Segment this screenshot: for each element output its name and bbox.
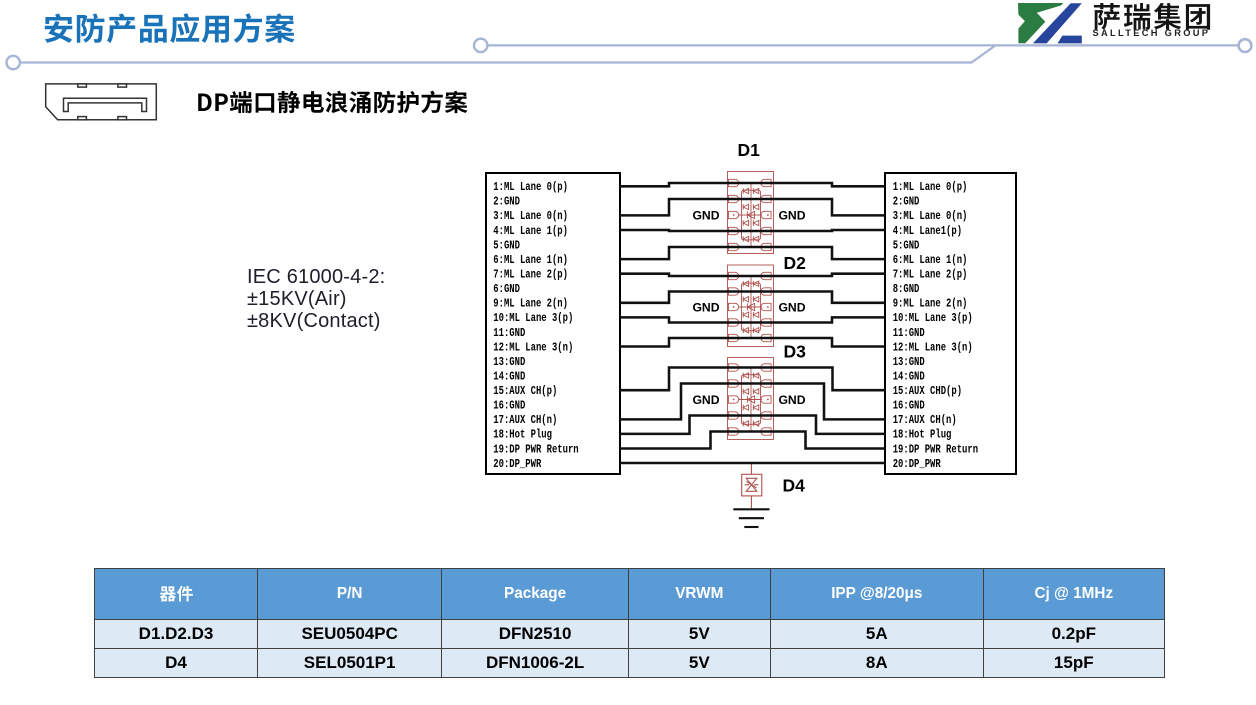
svg-text:4:ML Lane1(p): 4:ML Lane1(p) xyxy=(893,225,962,239)
svg-text:2:GND: 2:GND xyxy=(493,196,520,210)
svg-text:18:Hot Plug: 18:Hot Plug xyxy=(493,429,552,443)
svg-text:3:ML Lane 0(n): 3:ML Lane 0(n) xyxy=(493,210,568,224)
svg-text:5:GND: 5:GND xyxy=(893,239,920,253)
svg-text:9:ML Lane 2(n): 9:ML Lane 2(n) xyxy=(893,298,968,312)
svg-text:3:ML Lane 0(n): 3:ML Lane 0(n) xyxy=(893,210,968,224)
svg-text:D3: D3 xyxy=(784,342,807,362)
svg-text:2:GND: 2:GND xyxy=(893,196,920,210)
svg-text:19:DP PWR Return: 19:DP PWR Return xyxy=(893,443,978,457)
svg-text:20:DP_PWR: 20:DP_PWR xyxy=(493,458,542,472)
svg-text:6:GND: 6:GND xyxy=(493,283,520,297)
svg-text:SALLTECH GROUP: SALLTECH GROUP xyxy=(1093,28,1211,38)
svg-text:GND: GND xyxy=(778,393,805,407)
svg-text:7:ML Lane 2(p): 7:ML Lane 2(p) xyxy=(893,268,968,282)
svg-text:4:ML Lane 1(p): 4:ML Lane 1(p) xyxy=(493,225,568,239)
svg-text:8:GND: 8:GND xyxy=(893,283,920,297)
svg-text:17:AUX CH(n): 17:AUX CH(n) xyxy=(493,414,557,428)
svg-text:10:ML Lane 3(p): 10:ML Lane 3(p) xyxy=(893,312,973,326)
svg-text:19:DP PWR Return: 19:DP PWR Return xyxy=(493,443,578,457)
svg-text:10:ML Lane 3(p): 10:ML Lane 3(p) xyxy=(493,312,573,326)
svg-text:D1: D1 xyxy=(738,140,761,160)
svg-text:15:AUX CHD(p): 15:AUX CHD(p) xyxy=(893,385,962,399)
svg-text:13:GND: 13:GND xyxy=(893,356,925,370)
svg-text:D4: D4 xyxy=(783,475,806,495)
svg-text:1:ML Lane 0(p): 1:ML Lane 0(p) xyxy=(493,181,568,195)
svg-text:GND: GND xyxy=(778,208,805,222)
svg-text:14:GND: 14:GND xyxy=(893,370,925,384)
svg-text:17:AUX CH(n): 17:AUX CH(n) xyxy=(893,414,957,428)
svg-text:9:ML Lane 2(n): 9:ML Lane 2(n) xyxy=(493,298,568,312)
svg-text:6:ML Lane 1(n): 6:ML Lane 1(n) xyxy=(893,254,968,268)
svg-text:12:ML Lane 3(n): 12:ML Lane 3(n) xyxy=(893,341,973,355)
svg-text:GND: GND xyxy=(692,208,719,222)
svg-text:13:GND: 13:GND xyxy=(493,356,525,370)
svg-text:5:GND: 5:GND xyxy=(493,239,520,253)
svg-text:GND: GND xyxy=(778,300,805,314)
svg-text:15:AUX CH(p): 15:AUX CH(p) xyxy=(493,385,557,399)
svg-text:6:ML Lane 1(n): 6:ML Lane 1(n) xyxy=(493,254,568,268)
svg-text:20:DP_PWR: 20:DP_PWR xyxy=(893,458,942,472)
svg-text:11:GND: 11:GND xyxy=(493,327,525,341)
svg-text:GND: GND xyxy=(692,393,719,407)
svg-text:1:ML Lane 0(p): 1:ML Lane 0(p) xyxy=(893,181,968,195)
svg-text:7:ML Lane 2(p): 7:ML Lane 2(p) xyxy=(493,268,568,282)
svg-text:GND: GND xyxy=(692,300,719,314)
svg-text:11:GND: 11:GND xyxy=(893,327,925,341)
svg-text:16:GND: 16:GND xyxy=(893,400,925,414)
svg-text:18:Hot Plug: 18:Hot Plug xyxy=(893,429,952,443)
svg-text:14:GND: 14:GND xyxy=(493,370,525,384)
svg-text:12:ML Lane 3(n): 12:ML Lane 3(n) xyxy=(493,341,573,355)
svg-text:16:GND: 16:GND xyxy=(493,400,525,414)
svg-text:D2: D2 xyxy=(784,253,807,273)
